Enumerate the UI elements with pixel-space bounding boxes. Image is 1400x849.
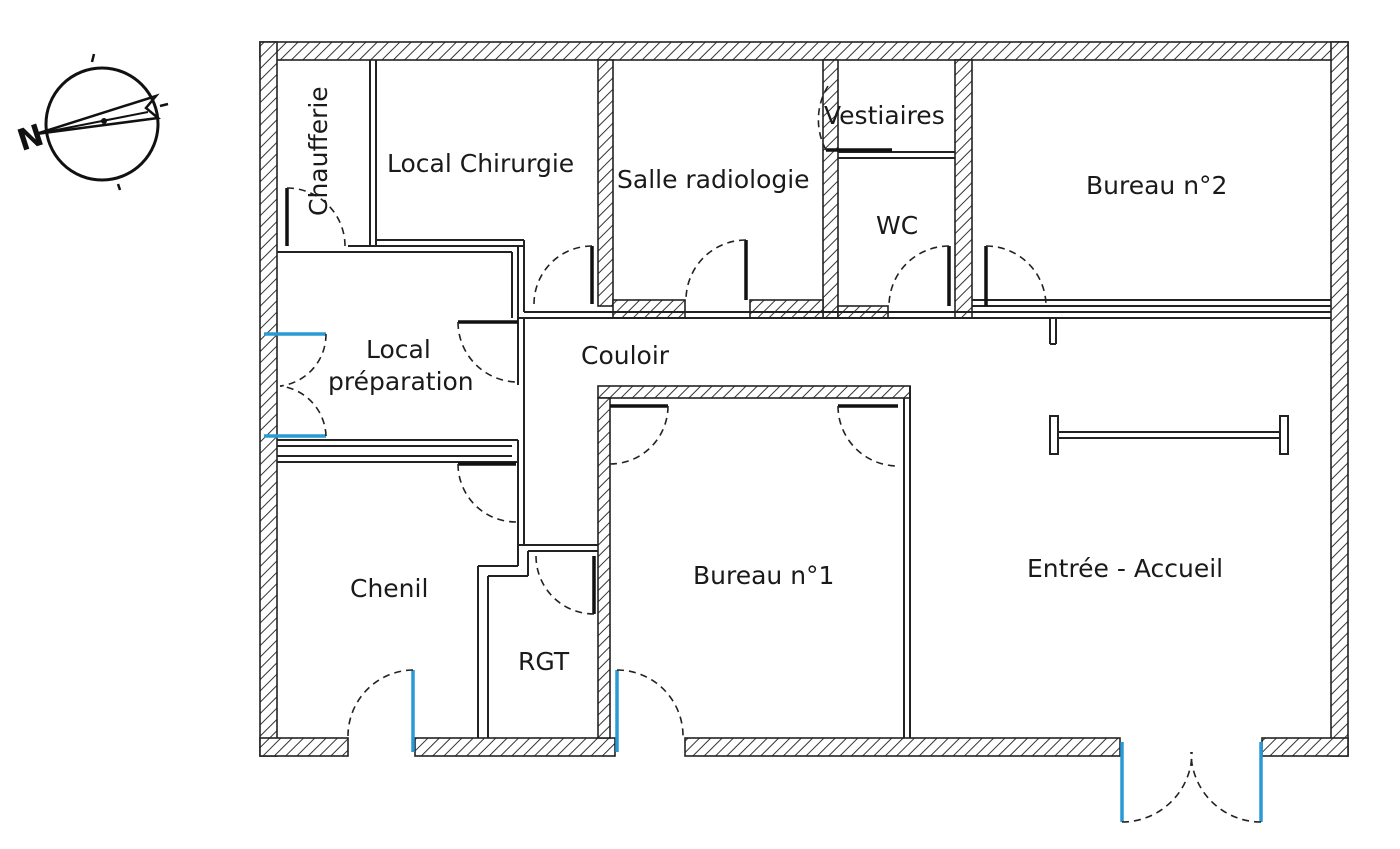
room-label-chaufferie: Chaufferie [304,86,333,216]
entrance-rail [1049,415,1289,455]
exterior-doors [264,332,1263,823]
room-label-couloir: Couloir [581,341,670,370]
room-label-bureau-1: Bureau n°1 [693,561,834,590]
room-label-vestiaires: Vestiaires [824,101,945,130]
room-label-entree-accueil: Entrée - Accueil [1027,554,1223,583]
room-label-bureau-2: Bureau n°2 [1086,171,1227,200]
interior-walls [597,59,973,739]
room-label-wc: WC [876,211,918,240]
room-label-local-preparation-2: préparation [328,367,474,396]
room-label-rgt: RGT [518,647,570,676]
partitions [277,60,1331,738]
exterior-walls [259,41,1349,757]
north-arrow-icon: N [13,53,169,191]
room-label-local-preparation-1: Local [366,335,431,364]
interior-doors [285,85,1047,615]
room-labels: Chaufferie Local Chirurgie Salle radiolo… [304,86,1227,676]
room-label-local-chirurgie: Local Chirurgie [387,149,574,178]
room-label-salle-radiologie: Salle radiologie [617,165,810,194]
north-label: N [13,118,48,159]
room-label-chenil: Chenil [350,574,428,603]
